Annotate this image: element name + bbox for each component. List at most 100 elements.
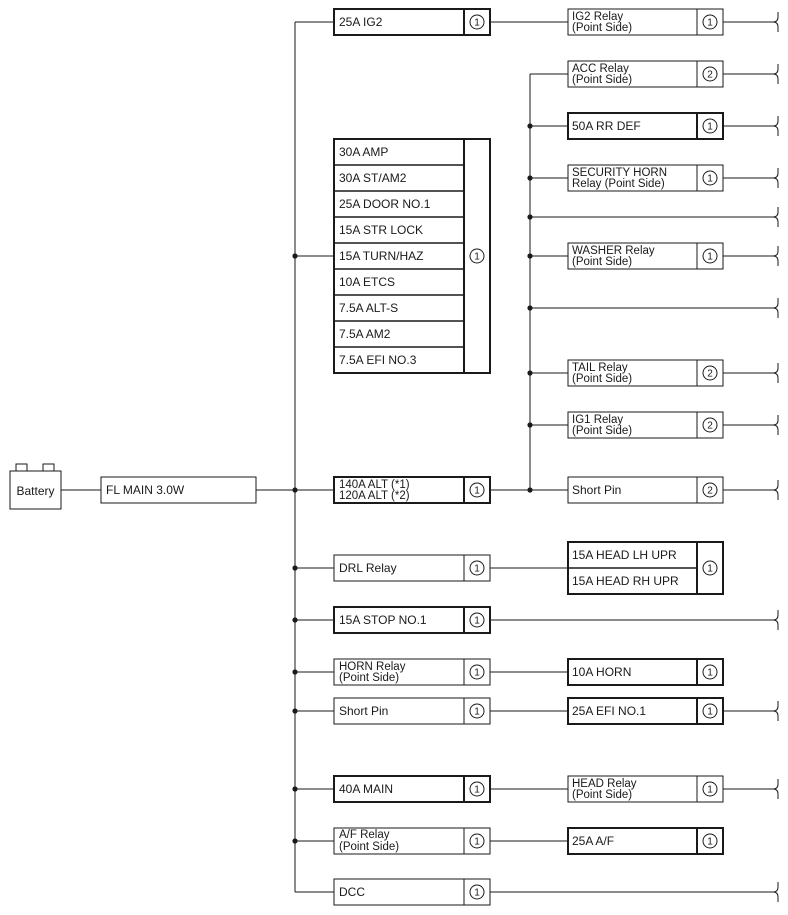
component-label-line2: Relay (Point Side) xyxy=(572,178,665,190)
bracket-icon xyxy=(772,480,779,500)
connector-number-icon xyxy=(702,703,718,719)
junction-dot xyxy=(527,123,533,129)
component-label-line2: (Point Side) xyxy=(572,373,632,385)
connector-number: 1 xyxy=(474,564,480,575)
connector-number-icon xyxy=(702,365,718,381)
junction-dot xyxy=(292,565,298,571)
connector-number-icon xyxy=(469,703,485,719)
connector-number-icon xyxy=(469,248,485,264)
connector-number-icon xyxy=(469,560,485,576)
connector-number-icon xyxy=(469,612,485,628)
connector-number-icon xyxy=(469,14,485,30)
connector-number-icon xyxy=(702,14,718,30)
junction-dot xyxy=(292,838,298,844)
right-item-washer-relay: WASHER Relay (Point Side) 1 xyxy=(567,242,724,270)
component-label-line2: (Point Side) xyxy=(572,22,632,34)
fuse-label: 7.5A AM2 xyxy=(339,327,391,341)
junction-dot xyxy=(527,305,533,311)
left-item-drl-relay: DRL Relay 1 xyxy=(333,554,491,582)
head-upr-fuse-block: 15A HEAD LH UPR 15A HEAD RH UPR 1 xyxy=(567,541,724,595)
bracket-icon xyxy=(772,207,779,227)
component-label-line1: SECURITY HORN xyxy=(572,167,667,179)
connector-number: 1 xyxy=(474,252,480,263)
connector-brackets xyxy=(772,12,779,902)
battery-terminal-positive xyxy=(42,463,55,472)
component-label-line1: IG1 Relay xyxy=(572,414,623,426)
junction-dot xyxy=(292,487,298,493)
component-label-line1: IG2 Relay xyxy=(572,11,623,23)
right-item-tail-relay: TAIL Relay (Point Side) 2 xyxy=(567,359,724,387)
connector-number-icon xyxy=(469,884,485,900)
bracket-icon xyxy=(772,298,779,318)
right-item-short-pin: Short Pin 2 xyxy=(567,476,724,504)
right-item-25a-af: 25A A/F 1 xyxy=(567,827,724,855)
connector-number-icon xyxy=(702,170,718,186)
right-item-ig1-relay: IG1 Relay (Point Side) 2 xyxy=(567,411,724,439)
bracket-icon xyxy=(772,363,779,383)
bracket-icon xyxy=(772,779,779,799)
junction-dot xyxy=(292,669,298,675)
connector-number: 1 xyxy=(707,564,713,575)
fuse-label: 7.5A ALT-S xyxy=(339,301,398,315)
left-item-alt: 140A ALT (*1) 120A ALT (*2) 1 xyxy=(333,476,491,504)
connector-number: 1 xyxy=(474,707,480,718)
bracket-icon xyxy=(772,64,779,84)
connector-number-icon xyxy=(702,118,718,134)
fl-main-fuse: FL MAIN 3.0W xyxy=(100,476,257,504)
junction-dot xyxy=(527,370,533,376)
bracket-icon xyxy=(772,246,779,266)
component-label-line2: (Point Side) xyxy=(339,672,399,684)
battery-icon xyxy=(9,470,62,510)
connector-number: 1 xyxy=(707,174,713,185)
left-item-40a-main: 40A MAIN 1 xyxy=(333,775,491,803)
fuse-label: 7.5A EFI NO.3 xyxy=(339,353,417,367)
component-label: 50A RR DEF xyxy=(572,119,641,133)
connector-number: 1 xyxy=(707,122,713,133)
connector-number: 1 xyxy=(474,888,480,899)
battery: Battery xyxy=(9,463,62,510)
junction-dot xyxy=(527,422,533,428)
connector-number-icon xyxy=(702,781,718,797)
battery-label: Battery xyxy=(16,484,54,498)
connector-number: 1 xyxy=(707,837,713,848)
junction-dot xyxy=(527,175,533,181)
left-item-stop-no1: 15A STOP NO.1 1 xyxy=(333,606,491,634)
component-label-line2: (Point Side) xyxy=(339,841,399,853)
component-label-line1: 140A ALT (*1) xyxy=(339,479,410,491)
component-label: 10A HORN xyxy=(572,665,631,679)
connector-number: 1 xyxy=(474,616,480,627)
fuse-label: 15A HEAD LH UPR xyxy=(572,548,677,562)
fuse-label: 15A TURN/HAZ xyxy=(339,249,423,263)
connector-number-icon xyxy=(702,66,718,82)
connector-number: 1 xyxy=(707,785,713,796)
connector-number-icon xyxy=(469,833,485,849)
junction-dot xyxy=(292,786,298,792)
component-label: Short Pin xyxy=(572,483,621,497)
junctions xyxy=(292,123,533,844)
left-item-dcc: DCC 1 xyxy=(333,878,491,906)
bracket-icon xyxy=(772,168,779,188)
component-label-line1: A/F Relay xyxy=(339,829,390,841)
component-label-line2: (Point Side) xyxy=(572,789,632,801)
fuse-label: 25A DOOR NO.1 xyxy=(339,197,431,211)
connector-number-icon xyxy=(702,664,718,680)
component-label-line1: ACC Relay xyxy=(572,63,629,75)
component-label-line1: TAIL Relay xyxy=(572,362,628,374)
junction-dot xyxy=(527,253,533,259)
connector-number-icon xyxy=(469,664,485,680)
bracket-icon xyxy=(772,610,779,630)
component-label-line2: (Point Side) xyxy=(572,256,632,268)
bracket-icon xyxy=(772,701,779,721)
connector-number: 1 xyxy=(707,668,713,679)
left-item-short-pin: Short Pin 1 xyxy=(333,697,491,725)
right-item-ig2-relay: IG2 Relay (Point Side) 1 xyxy=(567,8,724,36)
component-label-line2: (Point Side) xyxy=(572,425,632,437)
bracket-icon xyxy=(772,116,779,136)
component-label: DCC xyxy=(339,885,365,899)
connector-number: 2 xyxy=(707,369,713,380)
right-item-acc-relay: ACC Relay (Point Side) 2 xyxy=(567,60,724,88)
junction-dot xyxy=(527,214,533,220)
connector-number-icon xyxy=(702,248,718,264)
wires xyxy=(61,21,773,893)
right-item-10a-horn: 10A HORN 1 xyxy=(567,658,724,686)
